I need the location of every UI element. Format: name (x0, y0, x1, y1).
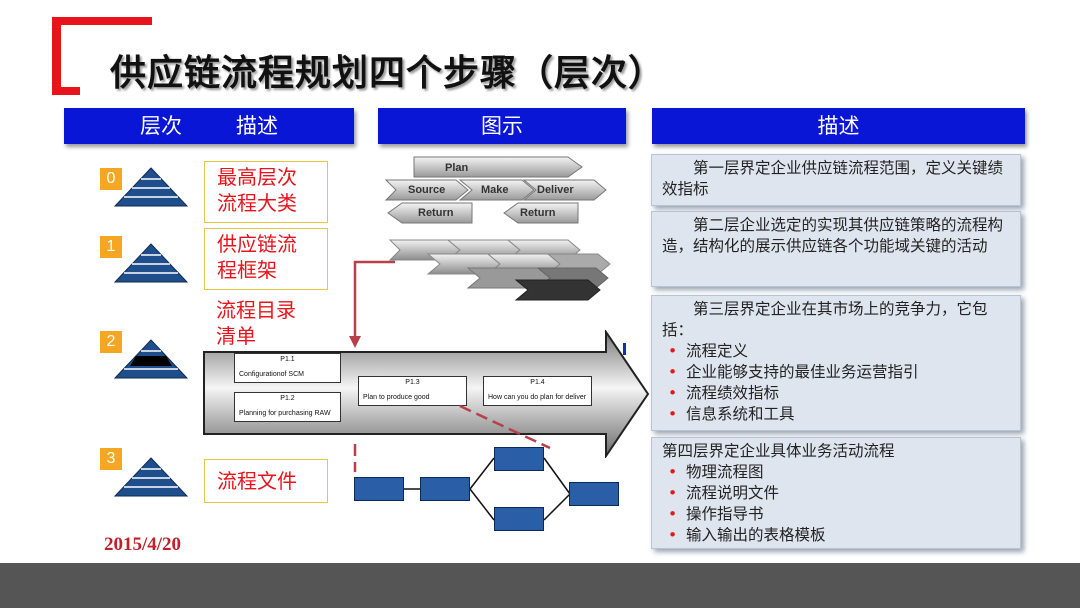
scor-return-left-label: Return (418, 207, 454, 219)
description-level-0-text: 第一层界定企业供应链流程范围，定义关键绩效指标 (662, 159, 1004, 198)
description-level-3-list: 物理流程图 流程说明文件 操作指导书 输入输出的表格模板 (662, 462, 1010, 546)
blue-tick-mark (623, 343, 626, 355)
scor-level1-diagram (388, 239, 611, 301)
process-box-p1-2-id: P1.2 (280, 395, 295, 402)
description-level-3: 第四层界定企业具体业务活动流程 物理流程图 流程说明文件 操作指导书 输入输出的… (651, 437, 1021, 549)
scor-source-label: Source (408, 184, 446, 196)
level-label-2-line1: 流程目录 (216, 298, 296, 322)
process-box-p1-1: P1.1 Configurationof SCM (234, 353, 341, 383)
level-badge-2: 2 (100, 331, 122, 353)
title-bracket-left (52, 17, 61, 95)
level-badge-3: 3 (100, 448, 122, 470)
level-label-1-line1: 供应链流 (217, 232, 297, 256)
description-level-2-item: 流程绩效指标 (666, 383, 1010, 404)
header-level-describe: 层次 描述 (64, 108, 354, 144)
process-box-p1-2: P1.2 Planning for purchasing RAW (234, 392, 341, 422)
level-label-box-3: 流程文件 (204, 459, 328, 503)
description-level-1-text: 第二层企业选定的实现其供应链策略的流程构造，结构化的展示供应链各个功能域关键的活… (662, 216, 1004, 255)
footer-bar (0, 563, 1080, 608)
description-level-2-item: 流程定义 (666, 341, 1010, 362)
process-box-p1-4-text: How can you do plan for deliver (488, 394, 587, 401)
process-box-p1-4-id: P1.4 (530, 379, 545, 386)
scor-level0-diagram (384, 156, 607, 224)
level-label-1-line2: 程框架 (217, 258, 277, 282)
flow-node-3 (494, 447, 544, 471)
description-level-2-item: 信息系统和工具 (666, 404, 1010, 425)
pyramid-icon-level-1 (114, 243, 188, 283)
level-label-0-line2: 流程大类 (217, 191, 297, 215)
process-box-p1-3-id: P1.3 (405, 379, 420, 386)
flow-node-4 (494, 507, 544, 531)
pyramid-icon-level-3 (114, 457, 188, 497)
level-label-0-line1: 最高层次 (217, 165, 297, 189)
scor-return-right-label: Return (520, 207, 556, 219)
process-box-p1-1-text: Configurationof SCM (239, 371, 304, 378)
level-label-box-1: 供应链流 程框架 (204, 228, 328, 290)
title-bracket-bottom (52, 87, 80, 95)
description-level-3-item: 操作指导书 (666, 504, 1010, 525)
level3-flowchart (404, 457, 571, 521)
flow-node-2 (420, 477, 470, 501)
description-level-3-item: 输入输出的表格模板 (666, 525, 1010, 546)
process-box-p1-3-text: Plan to produce good (363, 394, 430, 401)
description-level-2-item: 企业能够支持的最佳业务运营指引 (666, 362, 1010, 383)
level-label-box-2: 流程目录 清单 (204, 295, 328, 355)
description-level-2-list: 流程定义 企业能够支持的最佳业务运营指引 流程绩效指标 信息系统和工具 (662, 341, 1010, 425)
description-level-3-item: 物理流程图 (666, 462, 1010, 483)
slide-date: 2015/4/20 (104, 534, 182, 555)
process-box-p1-4: P1.4 How can you do plan for deliver (483, 376, 592, 406)
header-diagram: 图示 (378, 108, 626, 144)
header-describe-left-label: 描述 (236, 114, 278, 138)
description-level-2-intro: 第三层界定企业在其市场上的竞争力，它包括： (662, 300, 988, 339)
title-bracket-top (52, 17, 152, 25)
process-box-p1-1-id: P1.1 (280, 356, 295, 363)
flow-node-5 (569, 482, 619, 506)
page-title: 供应链流程规划四个步骤（层次） (110, 53, 666, 94)
header-level-label: 层次 (140, 114, 182, 138)
description-level-3-item: 流程说明文件 (666, 483, 1010, 504)
process-box-p1-3: P1.3 Plan to produce good (358, 376, 467, 406)
level-label-box-0: 最高层次 流程大类 (204, 161, 328, 223)
level-badge-1: 1 (100, 236, 122, 258)
pyramid-icon-level-0 (114, 167, 188, 207)
description-level-0: 第一层界定企业供应链流程范围，定义关键绩效指标 (651, 154, 1021, 206)
scor-plan-label: Plan (445, 162, 469, 174)
scor-make-label: Make (481, 184, 509, 196)
pyramid-icon-level-2 (114, 339, 188, 379)
process-box-p1-2-text: Planning for purchasing RAW (239, 410, 331, 417)
connector-arrow-red (349, 260, 395, 348)
flow-node-1 (354, 477, 404, 501)
description-level-3-intro: 第四层界定企业具体业务活动流程 (662, 442, 895, 460)
description-level-2: 第三层界定企业在其市场上的竞争力，它包括： 流程定义 企业能够支持的最佳业务运营… (651, 295, 1021, 431)
description-level-1: 第二层企业选定的实现其供应链策略的流程构造，结构化的展示供应链各个功能域关键的活… (651, 211, 1021, 287)
level-label-2-line2: 清单 (216, 324, 256, 348)
connector-dashed-red (353, 404, 551, 472)
scor-deliver-label: Deliver (537, 184, 574, 196)
level-badge-0: 0 (100, 168, 122, 190)
header-describe-right: 描述 (652, 108, 1025, 144)
